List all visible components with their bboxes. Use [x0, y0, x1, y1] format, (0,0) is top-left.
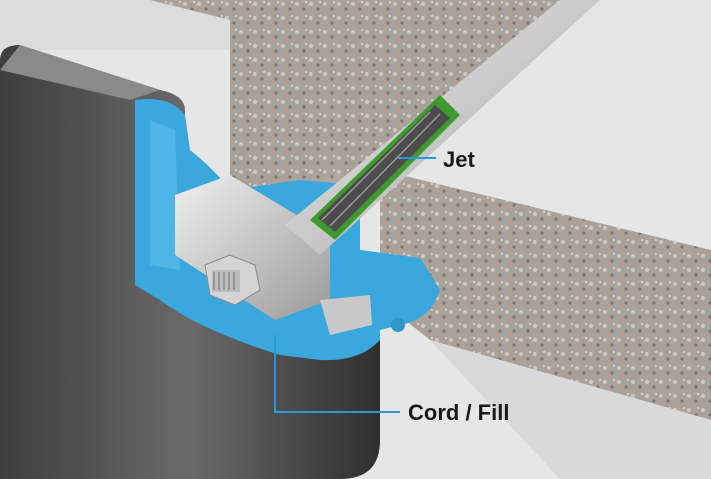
concrete-block-face	[230, 0, 380, 200]
jet-rod	[285, 0, 600, 255]
bracket-foot	[320, 295, 372, 335]
cord-fill-leader-line	[274, 335, 400, 413]
concrete-slab	[380, 170, 711, 420]
slab-edge	[430, 340, 711, 479]
jet-label: Jet	[443, 147, 475, 172]
sealant-highlight	[150, 120, 180, 270]
housing-top-edge	[0, 45, 160, 100]
cord	[391, 318, 405, 332]
cord-fill-label: Cord / Fill	[408, 400, 510, 425]
metal-bracket	[175, 175, 330, 320]
housing-profile	[0, 45, 380, 479]
floor-surface	[0, 0, 230, 50]
bolt	[204, 254, 261, 306]
